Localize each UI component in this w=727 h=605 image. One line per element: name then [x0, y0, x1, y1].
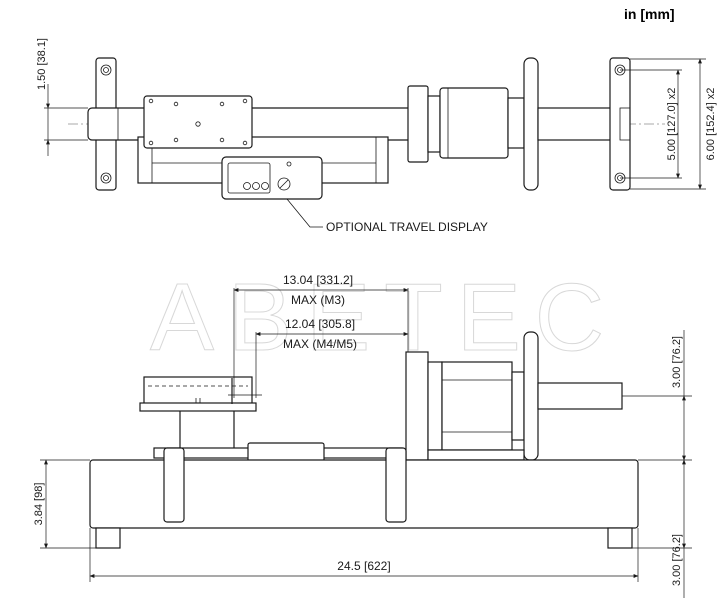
bracket-hole	[100, 172, 112, 184]
dim-travel-m4m5-label: MAX (M4/M5)	[283, 337, 357, 351]
display-screen	[227, 162, 271, 194]
side-base	[89, 459, 639, 529]
side-view: 13.04 [331.2] MAX (M3) 12.04 [305.8] MAX…	[33, 273, 692, 598]
side-handwheel	[523, 331, 539, 461]
motor-body	[439, 87, 509, 159]
dim-left-height: 1.50 [38.1]	[36, 38, 48, 90]
side-motor-coupler	[427, 361, 443, 451]
dim-foot-height: 3.00 [76.2]	[671, 534, 683, 586]
dim-base-height: 3.84 [98]	[33, 483, 45, 526]
display-button	[243, 182, 251, 190]
motor-flange	[407, 85, 429, 163]
watermark-text: ABETEC	[150, 264, 618, 371]
side-motor-body	[441, 361, 513, 451]
bracket-hole-inner	[103, 67, 109, 73]
side-carriage-plate	[139, 402, 257, 412]
side-support-right	[385, 447, 407, 523]
dim-travel-m4m5-value: 12.04 [305.8]	[285, 317, 355, 331]
side-foot-right	[607, 527, 633, 549]
top-rail	[87, 107, 441, 141]
travel-display	[221, 156, 323, 200]
dim-travel-m3-label: MAX (M3)	[291, 293, 345, 307]
dim-travel-m3-value: 13.04 [331.2]	[283, 273, 353, 287]
bracket-hole	[100, 64, 112, 76]
display-button	[252, 182, 260, 190]
top-view: OPTIONAL TRAVEL DISPLAY 1.50 [38.1] 5.00…	[36, 38, 717, 234]
motor-coupler	[427, 95, 441, 153]
side-motor-endcap	[511, 371, 525, 441]
bracket-hole-inner	[103, 175, 109, 181]
dim-axis-height: 3.00 [76.2]	[671, 336, 683, 388]
units-label: in [mm]	[624, 6, 675, 22]
side-support-left	[163, 447, 185, 523]
motor-endcap	[507, 97, 525, 149]
side-motor-base	[427, 449, 525, 461]
side-output-shaft	[537, 382, 623, 410]
dim-outer-spacing: 6.00 [152.4] x2	[705, 88, 717, 161]
callout-text: OPTIONAL TRAVEL DISPLAY	[326, 220, 488, 234]
display-button	[261, 182, 269, 190]
handwheel	[523, 57, 539, 191]
callout-leader	[286, 198, 323, 228]
display-knob	[277, 177, 291, 191]
side-foot-left	[95, 527, 121, 549]
side-motor-flange	[405, 351, 429, 461]
dim-overall-length: 24.5 [622]	[337, 559, 390, 573]
dim-inner-spacing: 5.00 [127.0] x2	[666, 88, 678, 161]
